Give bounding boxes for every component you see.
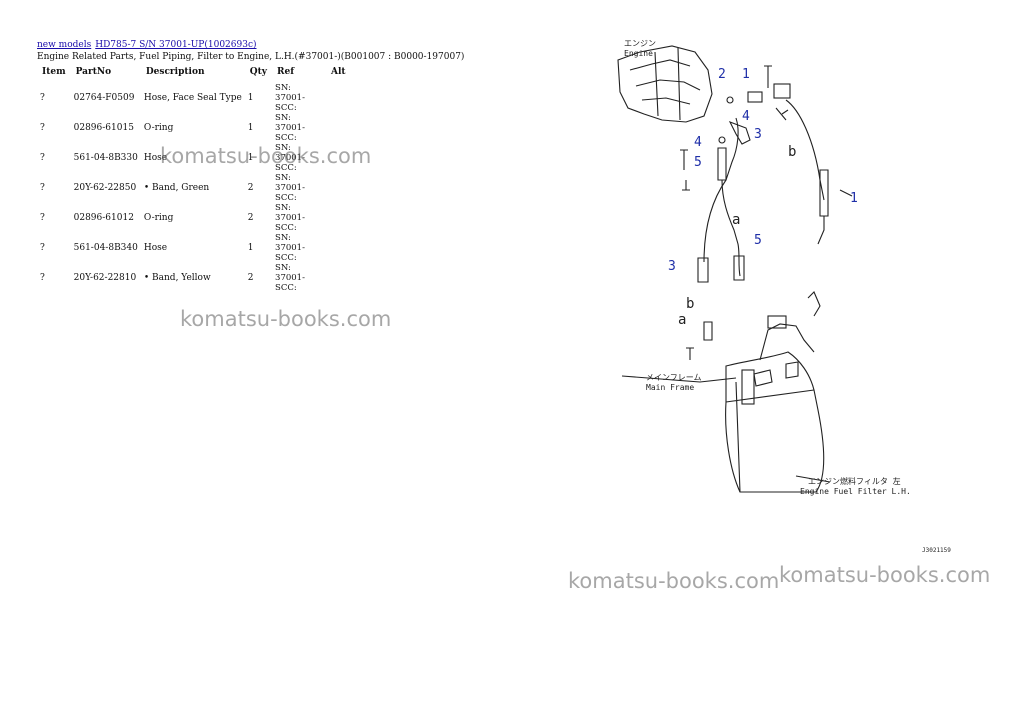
breadcrumb-new-models-link[interactable]: new models [37, 40, 92, 50]
column-header-alt: Alt [331, 67, 346, 77]
cell-item: ? [40, 243, 45, 253]
cell-partno: 02896-61012 [73, 213, 134, 223]
cell-item: ? [40, 93, 45, 103]
parts-table: Item PartNo Description Qty Ref Alt ? 02… [37, 66, 351, 293]
column-header-description: Description [145, 67, 205, 77]
callout-b: b [686, 296, 694, 312]
watermark: komatsu-books.com [568, 569, 780, 593]
callout-5: 5 [754, 233, 762, 248]
column-header-ref: Ref [277, 67, 295, 77]
cell-partno: 561-04-8B340 [73, 243, 138, 253]
table-row: ? 20Y-62-22850 • Band, Green 2 SN: 37001… [37, 173, 351, 203]
cell-alt [326, 263, 351, 293]
column-header-qty: Qty [249, 67, 268, 77]
table-row: ? 02896-61015 O-ring 1 SN: 37001-SCC: [37, 113, 351, 143]
table-row: ? 561-04-8B340 Hose 1 SN: 37001-SCC: [37, 233, 351, 263]
column-header-partno: PartNo [75, 67, 112, 77]
callout-4: 4 [694, 135, 702, 150]
cell-qty: 1 [247, 153, 254, 163]
table-row: ? 02896-61012 O-ring 2 SN: 37001-SCC: [37, 203, 351, 233]
cell-description: Hose, Face Seal Type [143, 93, 242, 103]
cell-qty: 1 [247, 93, 254, 103]
callout-3: 3 [668, 259, 676, 274]
page-title: Engine Related Parts, Fuel Piping, Filte… [37, 52, 465, 62]
cell-item: ? [40, 183, 45, 193]
cell-ref: SN: 37001-SCC: [275, 83, 305, 113]
callout-2: 2 [718, 67, 726, 82]
callout-5-top: 5 [694, 155, 702, 170]
cell-ref: SN: 37001-SCC: [275, 203, 305, 233]
callout-3-top: 3 [754, 127, 762, 142]
callout-4-top: 4 [742, 109, 750, 124]
table-row: ? 561-04-8B330 Hose 1 SN: 37001-SCC: [37, 143, 351, 173]
callout-1: 1 [850, 191, 858, 206]
cell-ref: SN: 37001-SCC: [275, 143, 305, 173]
cell-alt [326, 203, 351, 233]
table-row: ? 20Y-62-22810 • Band, Yellow 2 SN: 3700… [37, 263, 351, 293]
table-row: ? 02764-F0509 Hose, Face Seal Type 1 SN:… [37, 83, 351, 113]
cell-alt [326, 113, 351, 143]
engine-label-en: Engine [624, 49, 653, 58]
cell-alt [326, 83, 351, 113]
cell-description: Hose [143, 153, 168, 163]
cell-description: O-ring [143, 123, 174, 133]
cell-ref: SN: 37001-SCC: [275, 263, 305, 293]
filter-label-en: Engine Fuel Filter L.H. [800, 487, 911, 496]
cell-alt [326, 233, 351, 263]
cell-partno: 20Y-62-22810 [73, 273, 137, 283]
watermark: komatsu-books.com [160, 144, 372, 168]
cell-item: ? [40, 273, 45, 283]
cell-ref: SN: 37001-SCC: [275, 173, 305, 203]
cell-alt [326, 173, 351, 203]
main-frame-label-en: Main Frame [646, 383, 694, 392]
cell-item: ? [40, 153, 45, 163]
watermark: komatsu-books.com [779, 563, 991, 587]
engine-label-jp: エンジン [624, 39, 656, 48]
cell-description: • Band, Yellow [143, 273, 211, 283]
figure-code: J3021159 [922, 547, 951, 554]
cell-description: • Band, Green [143, 183, 210, 193]
cell-item: ? [40, 123, 45, 133]
parts-diagram: 1 2 4 3 4 5 1 5 3 b a b a エンジン Engine メイ… [617, 39, 951, 554]
table-header-row: Item PartNo Description Qty Ref Alt [37, 66, 351, 83]
cell-partno: 561-04-8B330 [73, 153, 138, 163]
cell-description: Hose [143, 243, 168, 253]
filter-label-jp: エンジン燃料フィルタ 左 [808, 476, 901, 486]
callout-a-mid: a [732, 212, 740, 228]
main-frame-label-jp: メインフレーム [646, 373, 702, 382]
cell-description: O-ring [143, 213, 174, 223]
cell-qty: 1 [247, 243, 254, 253]
column-header-item: Item [42, 67, 66, 77]
callout-a: a [678, 312, 686, 328]
cell-partno: 02764-F0509 [73, 93, 135, 103]
cell-qty: 2 [247, 213, 254, 223]
watermark: komatsu-books.com [180, 307, 392, 331]
cell-qty: 1 [247, 123, 254, 133]
cell-partno: 20Y-62-22850 [73, 183, 137, 193]
cell-qty: 2 [247, 183, 254, 193]
callout-b-top: b [788, 144, 796, 160]
cell-item: ? [40, 213, 45, 223]
cell-ref: SN: 37001-SCC: [275, 113, 305, 143]
callout-1-top: 1 [742, 67, 750, 82]
cell-qty: 2 [247, 273, 254, 283]
cell-partno: 02896-61015 [73, 123, 134, 133]
breadcrumb-model-link[interactable]: HD785-7 S/N 37001-UP(1002693c) [95, 40, 257, 50]
cell-ref: SN: 37001-SCC: [275, 233, 305, 263]
